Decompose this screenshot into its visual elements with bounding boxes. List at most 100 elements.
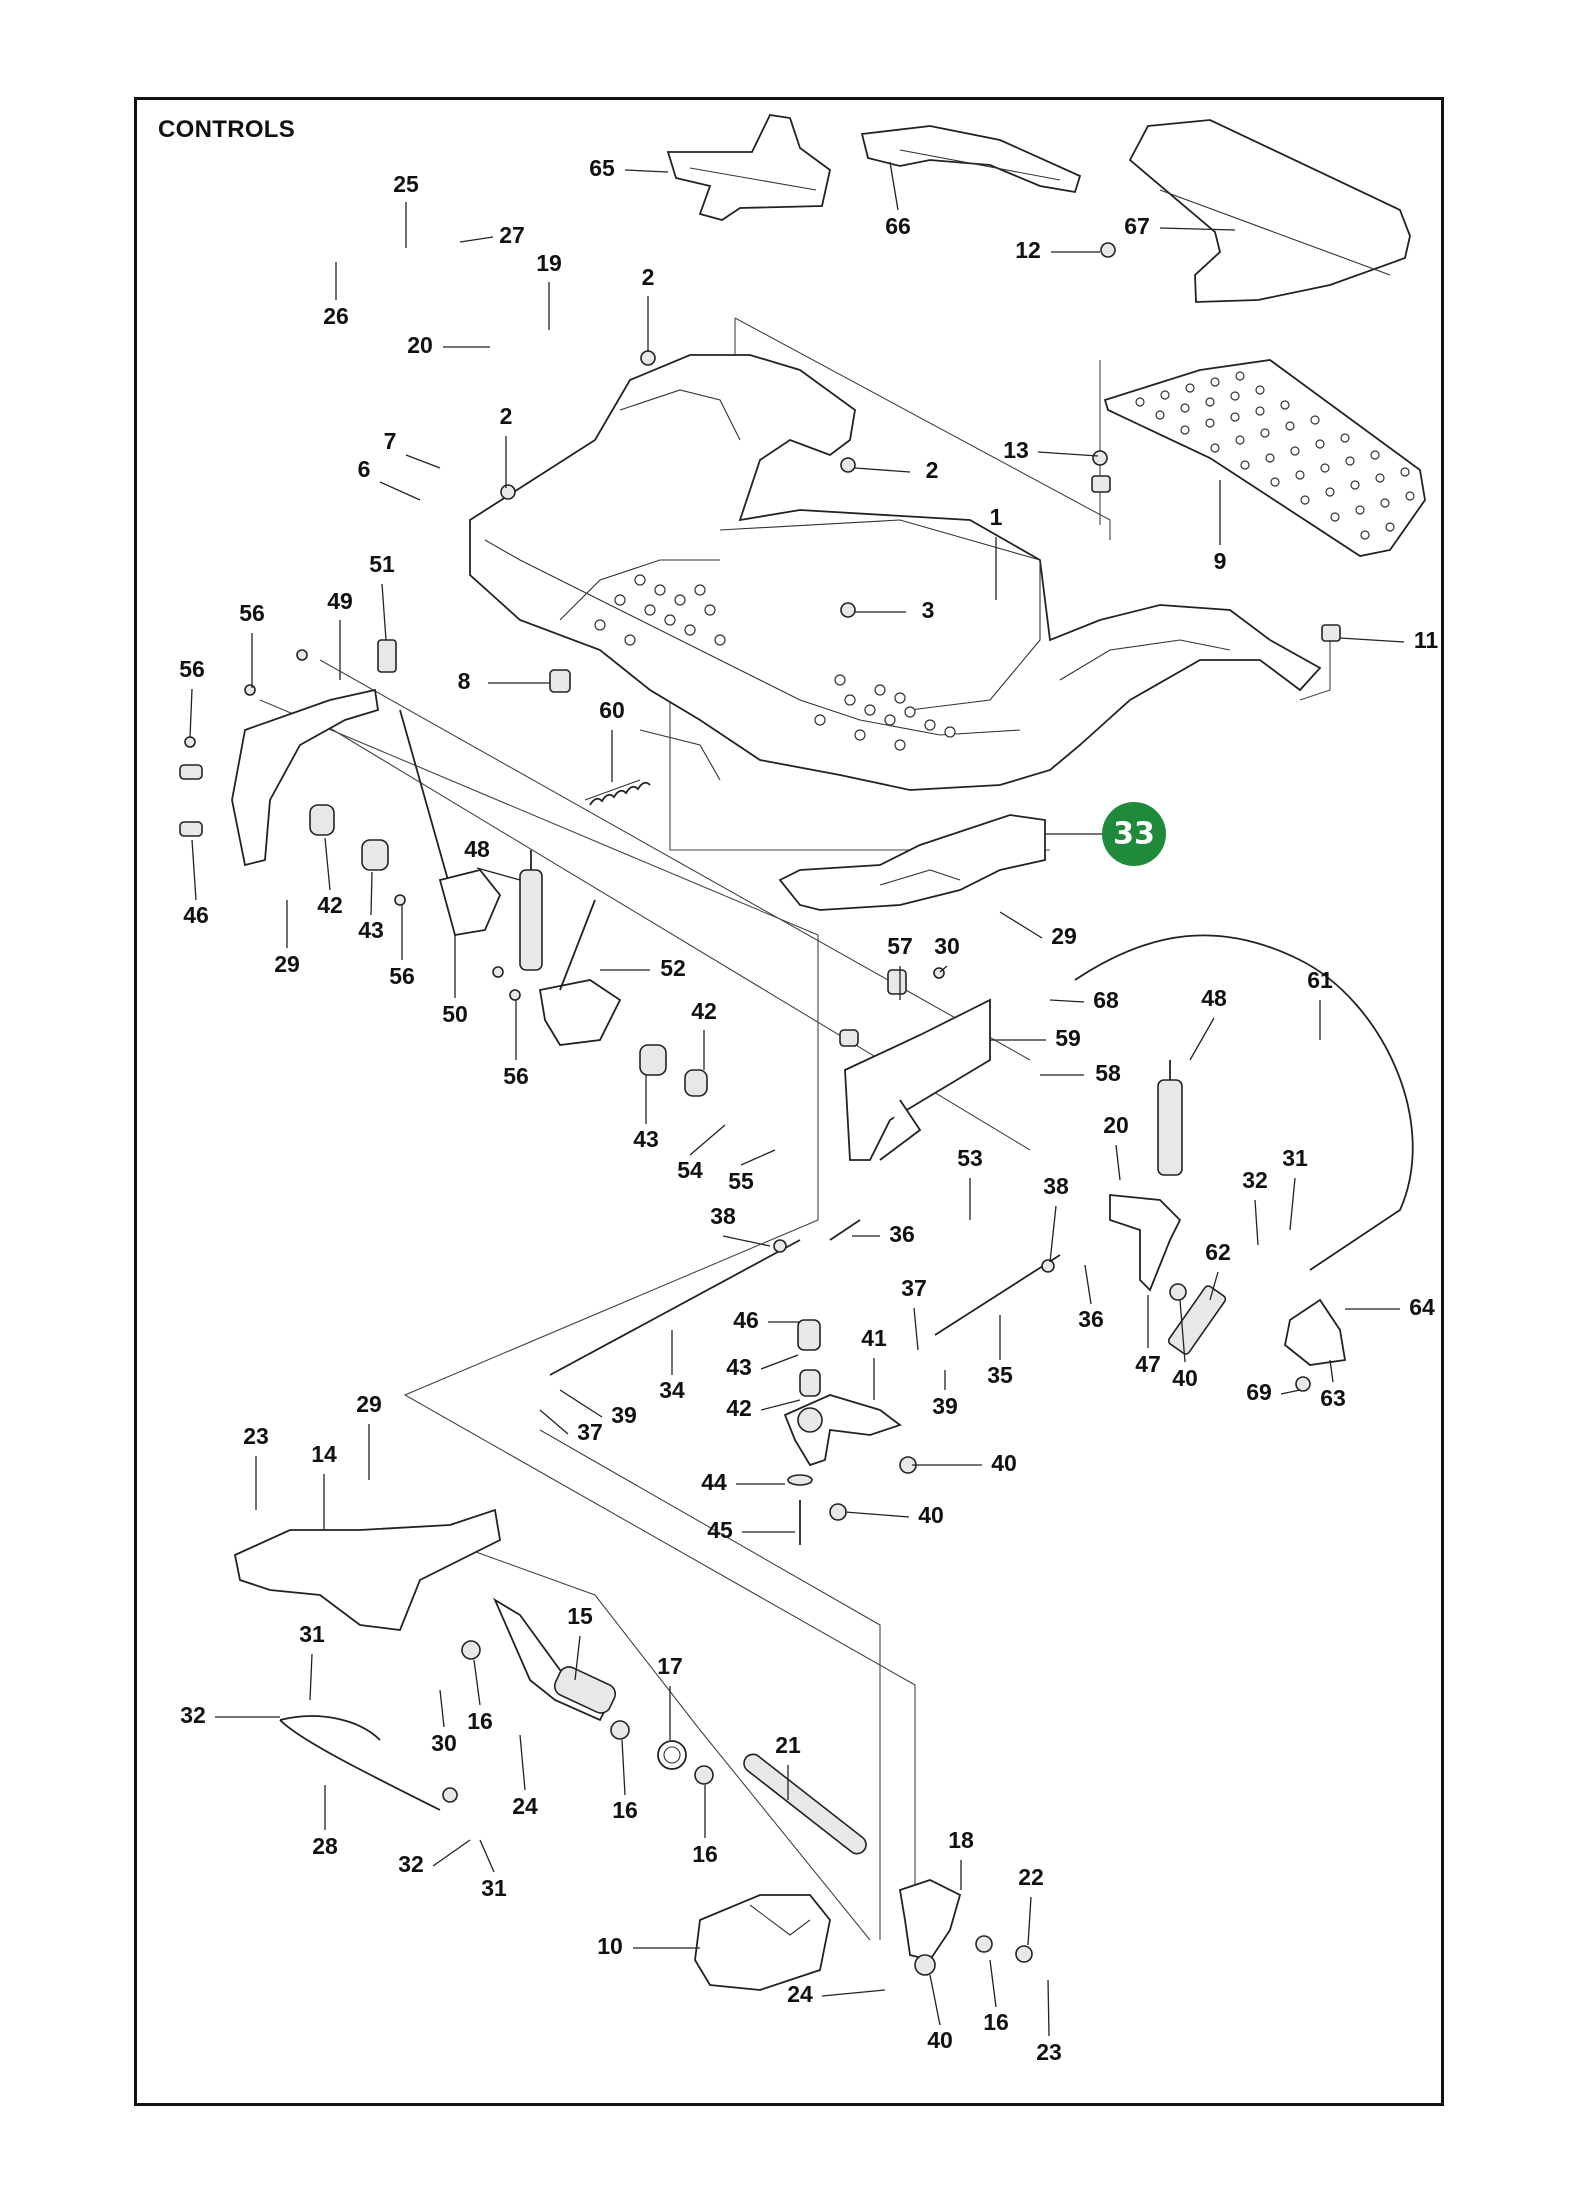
part-label-p51[interactable]: 51 bbox=[369, 551, 395, 577]
part-label-p46a[interactable]: 46 bbox=[183, 902, 209, 928]
part-label-p50[interactable]: 50 bbox=[442, 1001, 468, 1027]
part-label-p26[interactable]: 26 bbox=[323, 303, 349, 329]
part-label-p45[interactable]: 45 bbox=[707, 1517, 733, 1543]
part-label-p44[interactable]: 44 bbox=[701, 1469, 727, 1495]
part-label-p46b[interactable]: 46 bbox=[733, 1307, 759, 1333]
part-label-p49[interactable]: 49 bbox=[327, 588, 353, 614]
part-label-p10[interactable]: 10 bbox=[597, 1933, 623, 1959]
part-label-p18[interactable]: 18 bbox=[948, 1827, 974, 1853]
part-label-p52[interactable]: 52 bbox=[660, 955, 686, 981]
part-label-p21[interactable]: 21 bbox=[775, 1732, 801, 1758]
part-label-p47[interactable]: 47 bbox=[1135, 1351, 1161, 1377]
part-label-p32b[interactable]: 32 bbox=[180, 1702, 206, 1728]
part-label-p40a[interactable]: 40 bbox=[1172, 1365, 1198, 1391]
part-label-p57[interactable]: 57 bbox=[887, 933, 913, 959]
part-label-p43c[interactable]: 43 bbox=[726, 1354, 752, 1380]
part-label-p68[interactable]: 68 bbox=[1093, 987, 1119, 1013]
part-label-p35[interactable]: 35 bbox=[987, 1362, 1013, 1388]
part-label-p58[interactable]: 58 bbox=[1095, 1060, 1121, 1086]
part-label-p36a[interactable]: 36 bbox=[889, 1221, 915, 1247]
part-label-p17[interactable]: 17 bbox=[657, 1653, 683, 1679]
part-label-p16b[interactable]: 16 bbox=[612, 1797, 638, 1823]
part-label-p48a[interactable]: 48 bbox=[464, 836, 490, 862]
part-label-p8[interactable]: 8 bbox=[458, 668, 471, 694]
part-label-p56c[interactable]: 56 bbox=[389, 963, 415, 989]
part-label-p11[interactable]: 11 bbox=[1414, 627, 1439, 653]
part-label-p64[interactable]: 64 bbox=[1409, 1294, 1435, 1320]
part-label-p40d[interactable]: 40 bbox=[927, 2027, 953, 2053]
part-label-p48b[interactable]: 48 bbox=[1201, 985, 1227, 1011]
part-label-p40c[interactable]: 40 bbox=[918, 1502, 944, 1528]
leader-line-p68 bbox=[1049, 999, 1085, 1003]
part-label-p6[interactable]: 6 bbox=[358, 456, 371, 482]
part-label-p38a[interactable]: 38 bbox=[710, 1203, 736, 1229]
part-label-p32c[interactable]: 32 bbox=[398, 1851, 424, 1877]
part-label-p56a[interactable]: 56 bbox=[239, 600, 265, 626]
part-label-p12[interactable]: 12 bbox=[1015, 237, 1041, 263]
part-label-p29b[interactable]: 29 bbox=[1051, 923, 1077, 949]
part-label-p31a[interactable]: 31 bbox=[1282, 1145, 1308, 1171]
part-label-p16c[interactable]: 16 bbox=[692, 1841, 718, 1867]
part-label-p20b[interactable]: 20 bbox=[1103, 1112, 1129, 1138]
leader-line-p67 bbox=[1159, 227, 1236, 231]
part-label-p66[interactable]: 66 bbox=[885, 213, 911, 239]
part-label-p24a[interactable]: 24 bbox=[512, 1793, 538, 1819]
part-label-p34[interactable]: 34 bbox=[659, 1377, 685, 1403]
part-label-p27[interactable]: 27 bbox=[499, 222, 525, 248]
part-label-p19[interactable]: 19 bbox=[536, 250, 562, 276]
part-label-p60[interactable]: 60 bbox=[599, 697, 625, 723]
part-label-p62[interactable]: 62 bbox=[1205, 1239, 1231, 1265]
part-label-p15[interactable]: 15 bbox=[567, 1603, 593, 1629]
part-label-p42c[interactable]: 42 bbox=[726, 1395, 752, 1421]
part-label-p31c[interactable]: 31 bbox=[481, 1875, 507, 1901]
part-label-p42b[interactable]: 42 bbox=[691, 998, 717, 1024]
part-label-p16d[interactable]: 16 bbox=[983, 2009, 1009, 2035]
part-label-p23b[interactable]: 23 bbox=[1036, 2039, 1062, 2065]
part-label-p14[interactable]: 14 bbox=[311, 1441, 337, 1467]
part-label-p36b[interactable]: 36 bbox=[1078, 1306, 1104, 1332]
part-label-p43a[interactable]: 43 bbox=[358, 917, 384, 943]
part-label-p28[interactable]: 28 bbox=[312, 1833, 338, 1859]
part-label-p42a[interactable]: 42 bbox=[317, 892, 343, 918]
part-label-p16a[interactable]: 16 bbox=[467, 1708, 493, 1734]
part-label-p22[interactable]: 22 bbox=[1018, 1864, 1044, 1890]
part-label-p69[interactable]: 69 bbox=[1246, 1379, 1272, 1405]
part-label-p1[interactable]: 1 bbox=[990, 504, 1003, 530]
part-label-p29a[interactable]: 29 bbox=[274, 951, 300, 977]
part-label-p55[interactable]: 55 bbox=[728, 1168, 754, 1194]
part-label-p9[interactable]: 9 bbox=[1214, 548, 1227, 574]
part-label-p30b[interactable]: 30 bbox=[431, 1730, 457, 1756]
part-label-p63[interactable]: 63 bbox=[1320, 1385, 1346, 1411]
part-label-p32a[interactable]: 32 bbox=[1242, 1167, 1268, 1193]
part-label-p30a[interactable]: 30 bbox=[934, 933, 960, 959]
part-label-p54[interactable]: 54 bbox=[677, 1157, 703, 1183]
part-label-p43b[interactable]: 43 bbox=[633, 1126, 659, 1152]
page-reference-badge[interactable]: 33 bbox=[1102, 802, 1166, 866]
part-label-p59[interactable]: 59 bbox=[1055, 1025, 1081, 1051]
part-label-p2b[interactable]: 2 bbox=[500, 403, 513, 429]
part-label-p13[interactable]: 13 bbox=[1003, 437, 1029, 463]
part-label-p24b[interactable]: 24 bbox=[787, 1981, 813, 2007]
part-label-p25[interactable]: 25 bbox=[393, 171, 419, 197]
part-label-p37a[interactable]: 37 bbox=[901, 1275, 927, 1301]
part-label-p3[interactable]: 3 bbox=[922, 597, 935, 623]
part-label-p38b[interactable]: 38 bbox=[1043, 1173, 1069, 1199]
part-label-p56b[interactable]: 56 bbox=[179, 656, 205, 682]
part-label-p65[interactable]: 65 bbox=[589, 155, 615, 181]
part-label-p67[interactable]: 67 bbox=[1124, 213, 1150, 239]
part-label-p39a[interactable]: 39 bbox=[611, 1402, 637, 1428]
part-label-p53[interactable]: 53 bbox=[957, 1145, 983, 1171]
part-label-p56d[interactable]: 56 bbox=[503, 1063, 529, 1089]
part-label-p2c[interactable]: 2 bbox=[926, 457, 939, 483]
part-label-p37b[interactable]: 37 bbox=[577, 1419, 603, 1445]
part-label-p61[interactable]: 61 bbox=[1307, 967, 1333, 993]
part-label-p2a[interactable]: 2 bbox=[642, 264, 655, 290]
part-label-p23a[interactable]: 23 bbox=[243, 1423, 269, 1449]
part-label-p40b[interactable]: 40 bbox=[991, 1450, 1017, 1476]
part-label-p20a[interactable]: 20 bbox=[407, 332, 433, 358]
part-label-p29c[interactable]: 29 bbox=[356, 1391, 382, 1417]
part-label-p7[interactable]: 7 bbox=[384, 428, 397, 454]
part-label-p41[interactable]: 41 bbox=[861, 1325, 887, 1351]
part-label-p31b[interactable]: 31 bbox=[299, 1621, 325, 1647]
part-label-p39b[interactable]: 39 bbox=[932, 1393, 958, 1419]
